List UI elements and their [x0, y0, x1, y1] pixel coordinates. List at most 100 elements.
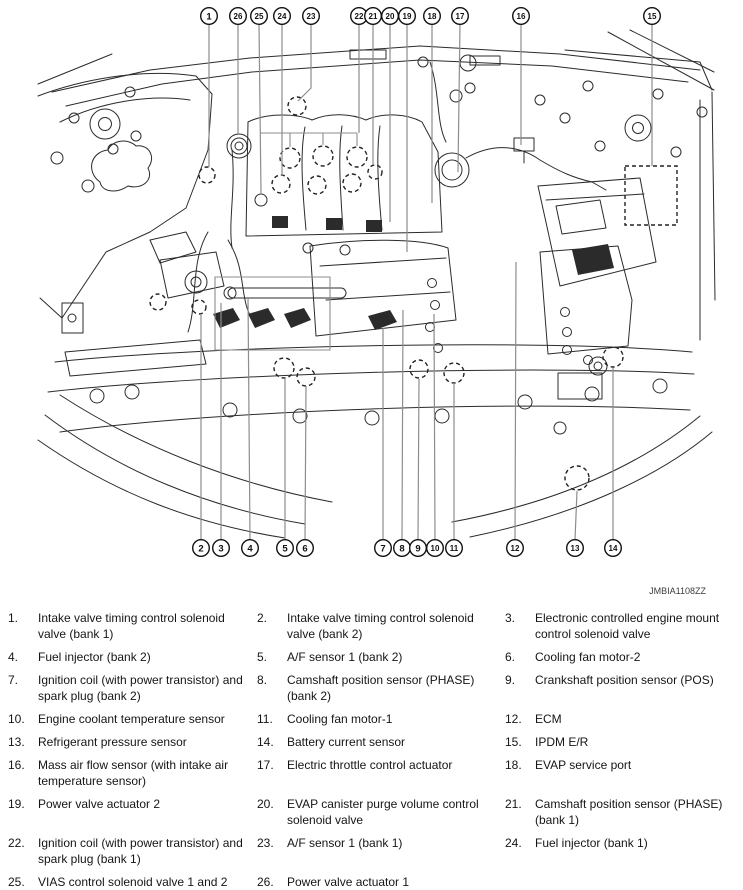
line-art-shape: [124, 384, 140, 400]
line-art-shape: [89, 388, 105, 404]
legend-item-24: 24.Fuel injector (bank 1): [505, 835, 733, 867]
legend-item-text: Ignition coil (with power transistor) an…: [38, 673, 243, 703]
legend-item-number: 8.: [257, 673, 268, 687]
figure-code: JMBIA1108ZZ: [649, 586, 706, 596]
legend-item-number: 2.: [257, 611, 268, 625]
legend-item-15: 15.IPDM E/R: [505, 734, 733, 750]
hood-corner: [607, 31, 715, 91]
line-art-shape: [124, 86, 136, 98]
legend-item-text: VIAS control solenoid valve 1 and 2: [38, 875, 228, 889]
component-marker: [443, 362, 465, 384]
legend-item-number: 22.: [8, 836, 25, 850]
component-marker: [564, 465, 590, 491]
line-art-shape: [37, 53, 113, 85]
left-fender: [37, 72, 213, 319]
callout-number-19: 19: [403, 12, 412, 21]
legend-item-number: 10.: [8, 712, 25, 726]
line-art-shape: [469, 431, 713, 538]
line-art-shape: [572, 244, 614, 275]
leader-line-13: [574, 490, 578, 541]
legend-item-text: IPDM E/R: [535, 735, 589, 749]
leader-line-8: [401, 309, 404, 541]
line-art-shape: [349, 49, 387, 60]
legend-item-20: 20.EVAP canister purge volume control so…: [257, 796, 505, 828]
callout-number-2: 2: [198, 543, 203, 554]
line-art-shape: [223, 286, 237, 300]
line-art-shape: [582, 80, 594, 92]
component-marker: [342, 173, 362, 193]
callout-24: [273, 6, 292, 26]
legend-item-number: 26.: [257, 875, 274, 889]
line-art-shape: [632, 122, 644, 134]
component-marker: [149, 293, 167, 311]
component-marker: [273, 357, 295, 379]
leader-line-6: [304, 385, 307, 541]
legend: 1.Intake valve timing control solenoid v…: [8, 610, 743, 890]
callout-26: [228, 6, 247, 26]
line-art-shape: [98, 117, 112, 131]
callout-4: [240, 539, 259, 558]
legend-item-number: 7.: [8, 673, 19, 687]
line-art-shape: [224, 314, 232, 322]
line-art-shape: [59, 405, 691, 433]
callout-number-17: 17: [456, 12, 465, 21]
callout-number-18: 18: [428, 12, 437, 21]
legend-item-text: Electronic controlled engine mount contr…: [535, 611, 720, 641]
line-art-shape: [295, 314, 303, 322]
line-art-shape: [696, 106, 708, 118]
component-marker: [287, 96, 307, 116]
legend-item-number: 9.: [505, 673, 516, 687]
legend-item-text: EVAP service port: [535, 758, 632, 772]
legend-item-number: 18.: [505, 758, 522, 772]
legend-item-number: 17.: [257, 758, 274, 772]
legend-item-22: 22.Ignition coil (with power transistor)…: [8, 835, 257, 867]
line-art-shape: [222, 402, 238, 418]
line-art-shape: [427, 278, 437, 288]
callout-number-22: 22: [355, 12, 364, 21]
line-art-shape: [67, 313, 77, 323]
line-art-shape: [190, 276, 202, 288]
line-art-shape: [593, 361, 603, 371]
intake-plenum: [245, 114, 443, 237]
legend-item-19: 19.Power valve actuator 2: [8, 796, 257, 828]
engine-cover: [309, 239, 457, 337]
line-art-shape: [711, 91, 716, 301]
legend-item-7: 7. Ignition coil (with power transistor) …: [8, 672, 257, 704]
callout-6: [296, 539, 315, 558]
legend-item-text: Cooling fan motor-2: [535, 650, 641, 664]
component-marker: [346, 146, 368, 168]
fuel-rail: [227, 287, 347, 299]
cowl-edge: [51, 45, 701, 93]
component-marker: [409, 359, 429, 379]
callout-17: [451, 6, 470, 26]
line-art-shape: [364, 410, 380, 426]
callout-number-16: 16: [517, 12, 526, 21]
power-valve-actuator: [226, 133, 252, 159]
line-art-shape: [230, 137, 248, 155]
legend-item-number: 12.: [505, 712, 522, 726]
legend-item-text: Engine coolant temperature sensor: [38, 712, 225, 726]
callout-1: [199, 6, 218, 26]
callout-number-10: 10: [431, 544, 440, 553]
legend-item-17: 17.Electric throttle control actuator: [257, 757, 505, 789]
line-art-shape: [451, 415, 701, 523]
line-art-shape: [59, 394, 333, 503]
line-art-shape: [65, 59, 689, 107]
legend-item-10: 10. Engine coolant temperature sensor: [8, 711, 257, 727]
callout-number-12: 12: [511, 544, 520, 553]
legend-item-text: Fuel injector (bank 2): [38, 650, 151, 664]
line-art-shape: [557, 372, 603, 400]
legend-item-8: 8.Camshaft position sensor (PHASE) (bank…: [257, 672, 505, 704]
legend-item-text: Mass air flow sensor (with intake air te…: [38, 758, 229, 788]
line-art-shape: [652, 378, 668, 394]
line-art-shape: [272, 216, 288, 228]
legend-item-number: 19.: [8, 797, 25, 811]
line-art-shape: [326, 218, 342, 230]
line-art-shape: [583, 355, 593, 365]
legend-item-text: Intake valve timing control solenoid val…: [287, 611, 474, 641]
line-art-shape: [545, 193, 645, 201]
line-art-shape: [149, 231, 197, 264]
line-art-shape: [234, 141, 244, 151]
callout-number-1: 1: [206, 11, 212, 22]
